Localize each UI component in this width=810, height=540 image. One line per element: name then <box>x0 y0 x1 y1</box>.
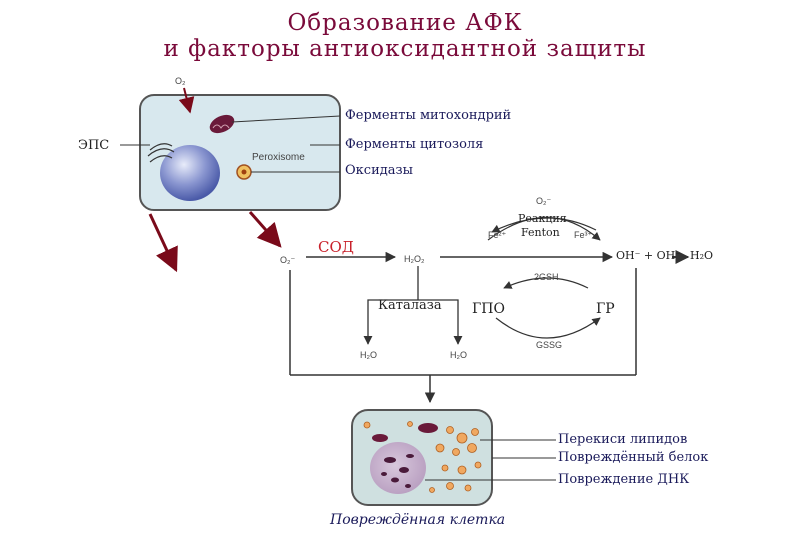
eps-label: ЭПС <box>78 138 110 153</box>
gsh-label: 2GSH <box>534 272 559 282</box>
o2-top-label: O₂ <box>175 76 186 86</box>
arrow-cell-to-superoxide <box>248 211 282 248</box>
source-cytosol: Ферменты цитозоля <box>345 137 484 152</box>
oh-products: OH⁻ + OH⁻ <box>616 249 682 262</box>
source-oxidases: Оксидазы <box>345 163 413 178</box>
mitochondrion <box>209 114 235 134</box>
source-mito: Ферменты митохондрий <box>345 108 512 123</box>
er-membranes <box>147 143 175 163</box>
lipid-droplets <box>363 421 482 493</box>
damage-dna: Повреждение ДНК <box>558 472 690 487</box>
damage-protein: Повреждённый белок <box>558 450 709 465</box>
gr-label: ГР <box>596 301 615 317</box>
pointer-mito <box>231 115 341 123</box>
damaged-cell-caption: Повреждённая клетка <box>330 512 506 528</box>
gssg-label: GSSG <box>536 340 563 350</box>
catalase-branch <box>363 299 418 345</box>
fenton-line-2: Fenton <box>521 226 560 239</box>
title-line-1: Образование АФК <box>287 10 523 36</box>
nucleus <box>160 145 220 201</box>
peroxisome-label: Peroxisome <box>252 152 305 163</box>
h2o-right: H₂O <box>450 350 467 360</box>
gpo-branch <box>418 299 463 345</box>
h2o-final: H₂O <box>690 249 714 262</box>
fenton-line-1: Реакция <box>518 212 567 225</box>
fe3-label: Fe³⁺ <box>574 230 593 240</box>
h2o2-label: H₂O₂ <box>404 254 425 264</box>
damaged-nucleus <box>370 442 426 494</box>
damage-lipid: Перекиси липидов <box>558 432 688 447</box>
gsh-cycle-bottom <box>495 317 601 339</box>
superoxide-fenton: O₂⁻ <box>536 196 552 206</box>
o2-arrow <box>178 87 195 114</box>
gsh-cycle-top <box>503 277 589 289</box>
catalase-label: Каталаза <box>378 298 442 313</box>
title-line-2: и факторы антиоксидантной защиты <box>163 36 647 62</box>
sod-label: СОД <box>318 238 354 256</box>
fe2-label: Fe²⁺ <box>488 230 507 240</box>
superoxide-left: O₂⁻ <box>280 255 296 265</box>
h2o-left: H₂O <box>360 350 377 360</box>
arrow-cell-down <box>148 213 178 273</box>
gpo-label: ГПО <box>472 301 505 317</box>
dna-fragments <box>381 454 414 488</box>
mito-cristae <box>212 124 230 129</box>
